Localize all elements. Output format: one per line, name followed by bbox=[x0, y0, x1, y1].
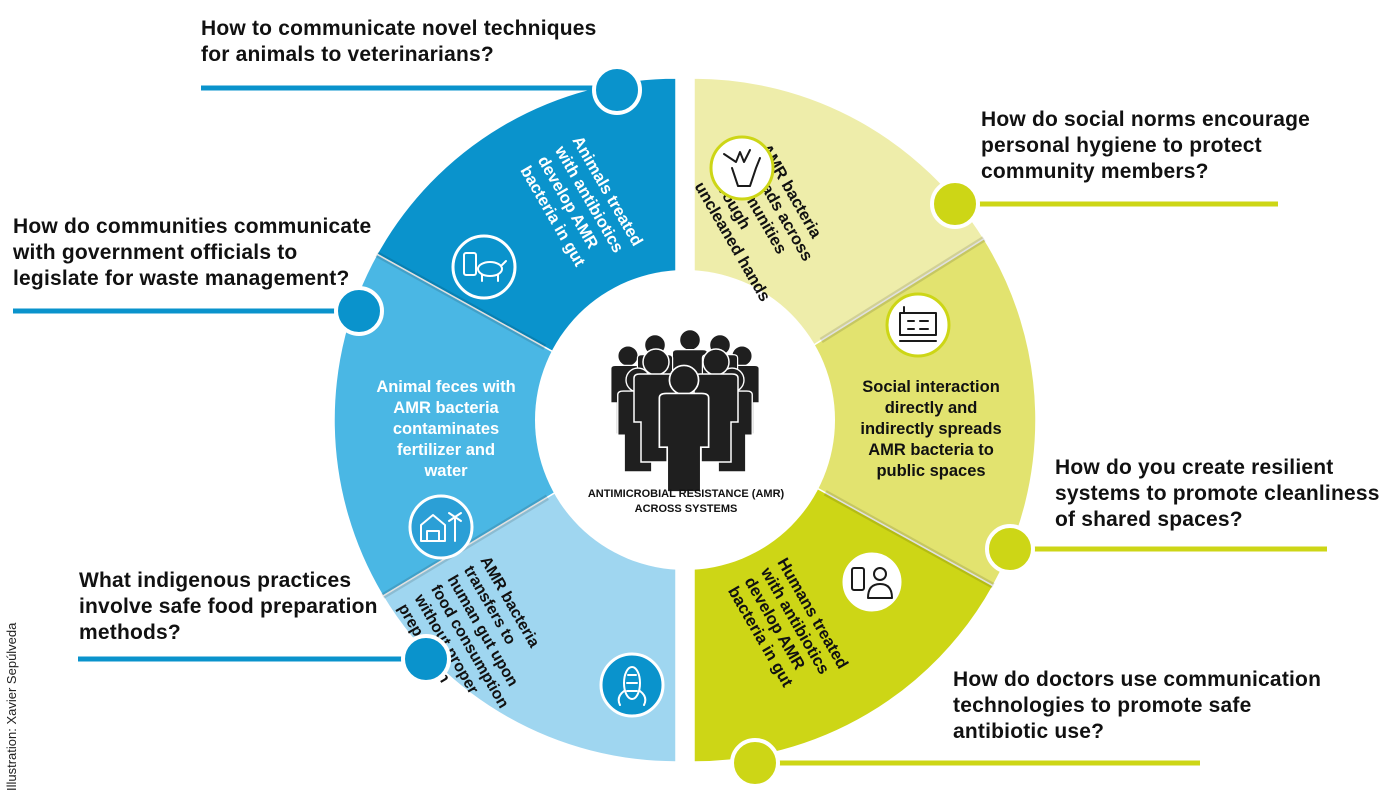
connector-indigenous bbox=[78, 634, 451, 684]
segment-label-line: public spaces bbox=[876, 462, 985, 480]
segment-label-line: AMR bacteria bbox=[393, 399, 499, 417]
segment-label-line: water bbox=[423, 462, 468, 480]
connector-dot bbox=[592, 65, 642, 115]
segment-label-line: Social interaction bbox=[862, 378, 1000, 396]
connector-doctors bbox=[730, 738, 1200, 788]
connector-veterinarians bbox=[201, 65, 642, 115]
segment-divider bbox=[375, 251, 547, 350]
question-doctors: How do doctors use communication technol… bbox=[953, 668, 1322, 743]
center-title-line: ACROSS SYSTEMS bbox=[635, 503, 738, 515]
hands-icon bbox=[709, 135, 775, 201]
corn-icon bbox=[599, 652, 665, 718]
connector-dot bbox=[985, 524, 1035, 574]
illustration-credit: Illustration: Xavier Sepúlveda bbox=[4, 622, 19, 791]
connector-resilient bbox=[985, 524, 1327, 574]
connector-dot bbox=[930, 179, 980, 229]
segment-label-line: directly and bbox=[885, 399, 978, 417]
farm-icon bbox=[408, 494, 474, 560]
connector-dot bbox=[730, 738, 780, 788]
segment-label-line: indirectly spreads bbox=[860, 420, 1001, 438]
center-title-line: ANTIMICROBIAL RESISTANCE (AMR) bbox=[588, 488, 785, 500]
question-resilient: How do you create resilient systems to p… bbox=[1055, 456, 1380, 531]
connector-government bbox=[13, 286, 384, 336]
building-icon bbox=[885, 292, 951, 358]
connector-dot bbox=[401, 634, 451, 684]
segment-label-line: Animal feces with bbox=[376, 378, 515, 396]
segment-label-line: AMR bacteria to bbox=[868, 441, 994, 459]
question-hygiene: How do social norms encourage personal h… bbox=[981, 108, 1311, 183]
person-icon bbox=[658, 364, 710, 493]
patient-medicine-icon bbox=[839, 549, 905, 615]
segment-divider bbox=[823, 490, 995, 589]
people-crowd-icon bbox=[610, 328, 760, 493]
segment-label-line: contaminates bbox=[393, 420, 499, 438]
question-government: How do communities communicate with gove… bbox=[13, 215, 372, 290]
connector-hygiene bbox=[930, 179, 1278, 229]
segment-label-social: Social interaction directly and indirectly… bbox=[860, 378, 1001, 480]
segment-label-line: fertilizer and bbox=[397, 441, 495, 459]
segment-divider bbox=[819, 236, 986, 344]
question-veterinarians: How to communicate novel techniques for … bbox=[201, 17, 597, 66]
connector-dot bbox=[334, 286, 384, 336]
question-indigenous: What indigenous practices involve safe f… bbox=[79, 569, 378, 644]
animal-medicine-icon bbox=[451, 234, 517, 300]
